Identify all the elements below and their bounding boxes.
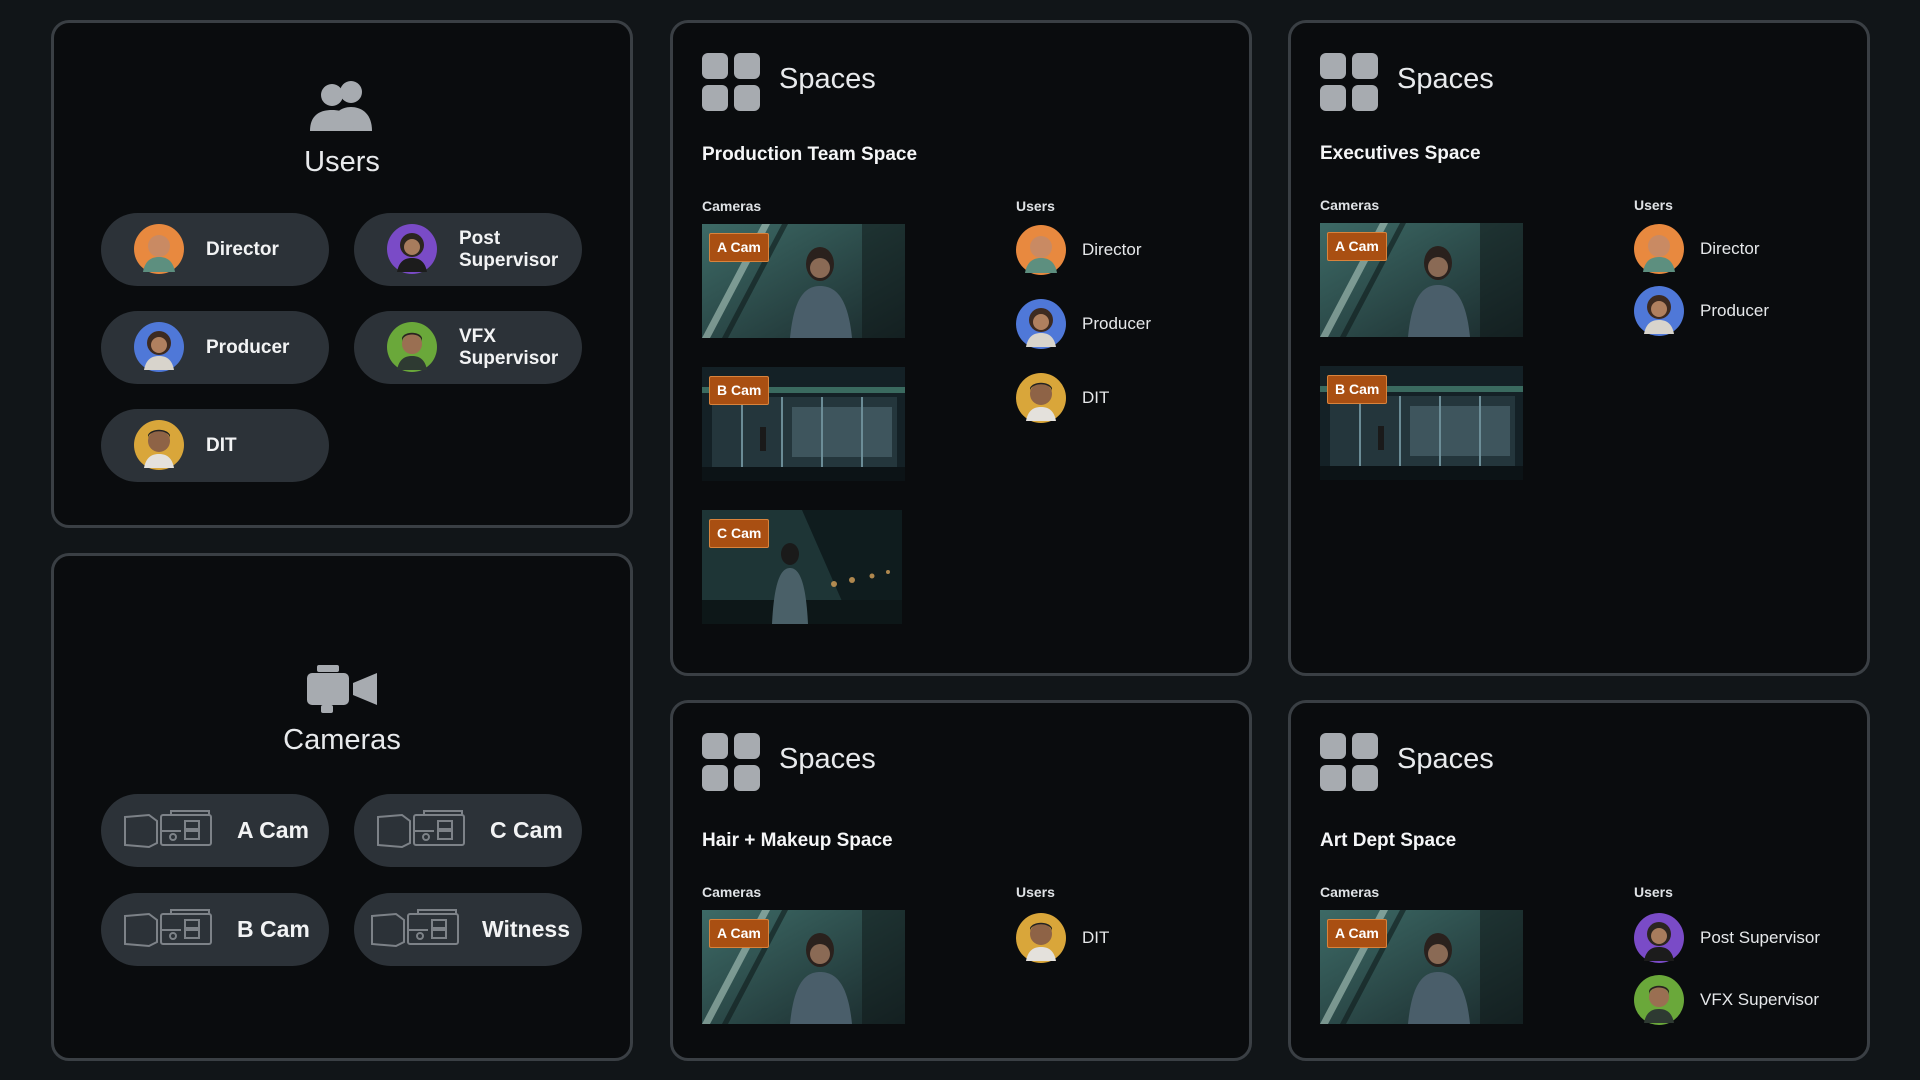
cameras-label: Cameras xyxy=(702,198,762,214)
spaces-title: Spaces xyxy=(1397,743,1494,775)
avatar xyxy=(1634,913,1684,963)
avatar xyxy=(134,224,184,274)
camera-tag: C Cam xyxy=(709,519,770,548)
avatar xyxy=(1634,975,1684,1025)
user-pill-producer[interactable]: Producer xyxy=(101,311,329,384)
camera-thumbnail[interactable]: B Cam xyxy=(1320,366,1523,480)
camera-thumbnail[interactable]: B Cam xyxy=(702,367,905,481)
space-user-name: Director xyxy=(1082,240,1142,259)
camera-pill-label: Witness xyxy=(482,916,570,942)
space-name: Executives Space xyxy=(1320,143,1481,164)
camera-thumbnail[interactable]: A Cam xyxy=(1320,223,1523,337)
camera-pill-a-cam[interactable]: A Cam xyxy=(101,794,329,867)
spaces-title: Spaces xyxy=(779,63,876,95)
avatar xyxy=(1634,224,1684,274)
avatar xyxy=(1016,299,1066,349)
cinema-camera-icon xyxy=(377,810,465,849)
spaces-title: Spaces xyxy=(1397,63,1494,95)
user-pill-post-supervisor[interactable]: Post Supervisor xyxy=(354,213,582,286)
space-user-name: DIT xyxy=(1082,388,1110,407)
camera-pill-label: B Cam xyxy=(237,916,310,942)
spaces-grid-icon xyxy=(1320,53,1378,111)
camera-thumbnail[interactable]: A Cam xyxy=(702,910,905,1024)
camera-tag: A Cam xyxy=(1327,232,1387,261)
users-header: Users xyxy=(54,79,630,179)
space-user-name: Producer xyxy=(1082,314,1151,333)
cameras-label: Cameras xyxy=(702,884,762,900)
avatar xyxy=(134,322,184,372)
space-user-name: Producer xyxy=(1700,301,1769,320)
space-user-name: DIT xyxy=(1082,928,1110,947)
cameras-panel: Cameras A Cam C Cam B Cam Witness xyxy=(51,553,633,1061)
users-icon xyxy=(310,81,372,131)
space-card-hair-makeup[interactable]: Spaces Hair + Makeup Space Cameras Users… xyxy=(670,700,1252,1061)
cameras-label: Cameras xyxy=(1320,884,1380,900)
spaces-grid-icon xyxy=(1320,733,1378,791)
users-label: Users xyxy=(1016,884,1055,900)
user-pill-label: VFX Supervisor xyxy=(459,325,559,369)
cameras-title: Cameras xyxy=(283,724,401,756)
camera-pill-c-cam[interactable]: C Cam xyxy=(354,794,582,867)
space-name: Art Dept Space xyxy=(1320,830,1457,851)
space-name: Production Team Space xyxy=(702,144,918,165)
user-pill-director[interactable]: Director xyxy=(101,213,329,286)
camera-pill-label: C Cam xyxy=(490,817,563,843)
space-user-name: Director xyxy=(1700,239,1760,258)
camera-thumbnail[interactable]: C Cam xyxy=(702,510,902,624)
cinema-camera-icon xyxy=(124,909,212,948)
camera-tag: A Cam xyxy=(1327,919,1387,948)
spaces-grid-icon xyxy=(702,733,760,791)
spaces-grid-icon xyxy=(702,53,760,111)
avatar xyxy=(387,224,437,274)
cinema-camera-icon xyxy=(124,810,212,849)
users-panel: Users Director Post Supervisor Producer … xyxy=(51,20,633,528)
user-pill-dit[interactable]: DIT xyxy=(101,409,329,482)
users-label: Users xyxy=(1634,197,1673,213)
user-pill-vfx-supervisor[interactable]: VFX Supervisor xyxy=(354,311,582,384)
avatar xyxy=(387,322,437,372)
spaces-title: Spaces xyxy=(779,743,876,775)
space-card-production-team[interactable]: Spaces Production Team Space Cameras Use… xyxy=(670,20,1252,676)
user-pill-label: Post Supervisor xyxy=(459,227,559,271)
avatar xyxy=(134,420,184,470)
avatar xyxy=(1016,913,1066,963)
users-label: Users xyxy=(1016,198,1055,214)
space-card-executives[interactable]: Spaces Executives Space Cameras Users A … xyxy=(1288,20,1870,676)
cameras-label: Cameras xyxy=(1320,197,1380,213)
users-title: Users xyxy=(304,146,380,178)
user-pill-label: Producer xyxy=(206,336,290,358)
space-name: Hair + Makeup Space xyxy=(702,830,893,851)
cinema-camera-icon xyxy=(371,909,459,948)
users-label: Users xyxy=(1634,884,1673,900)
camera-pill-label: A Cam xyxy=(237,817,309,843)
camera-icon xyxy=(307,665,377,713)
space-user-name: VFX Supervisor xyxy=(1700,990,1820,1009)
cameras-header: Cameras xyxy=(54,663,630,757)
avatar xyxy=(1016,373,1066,423)
avatar xyxy=(1016,225,1066,275)
avatar xyxy=(1634,286,1684,336)
space-card-art-dept[interactable]: Spaces Art Dept Space Cameras Users A Ca… xyxy=(1288,700,1870,1061)
user-pill-label: DIT xyxy=(206,434,237,456)
space-user-name: Post Supervisor xyxy=(1700,928,1820,947)
camera-tag: B Cam xyxy=(709,376,770,405)
camera-tag: B Cam xyxy=(1327,375,1388,404)
camera-thumbnail[interactable]: A Cam xyxy=(1320,910,1523,1024)
camera-thumbnail[interactable]: A Cam xyxy=(702,224,905,338)
user-pill-label: Director xyxy=(206,238,279,260)
camera-pill-b-cam[interactable]: B Cam xyxy=(101,893,329,966)
camera-pill-witness[interactable]: Witness xyxy=(354,893,582,966)
camera-tag: A Cam xyxy=(709,919,769,948)
camera-tag: A Cam xyxy=(709,233,769,262)
